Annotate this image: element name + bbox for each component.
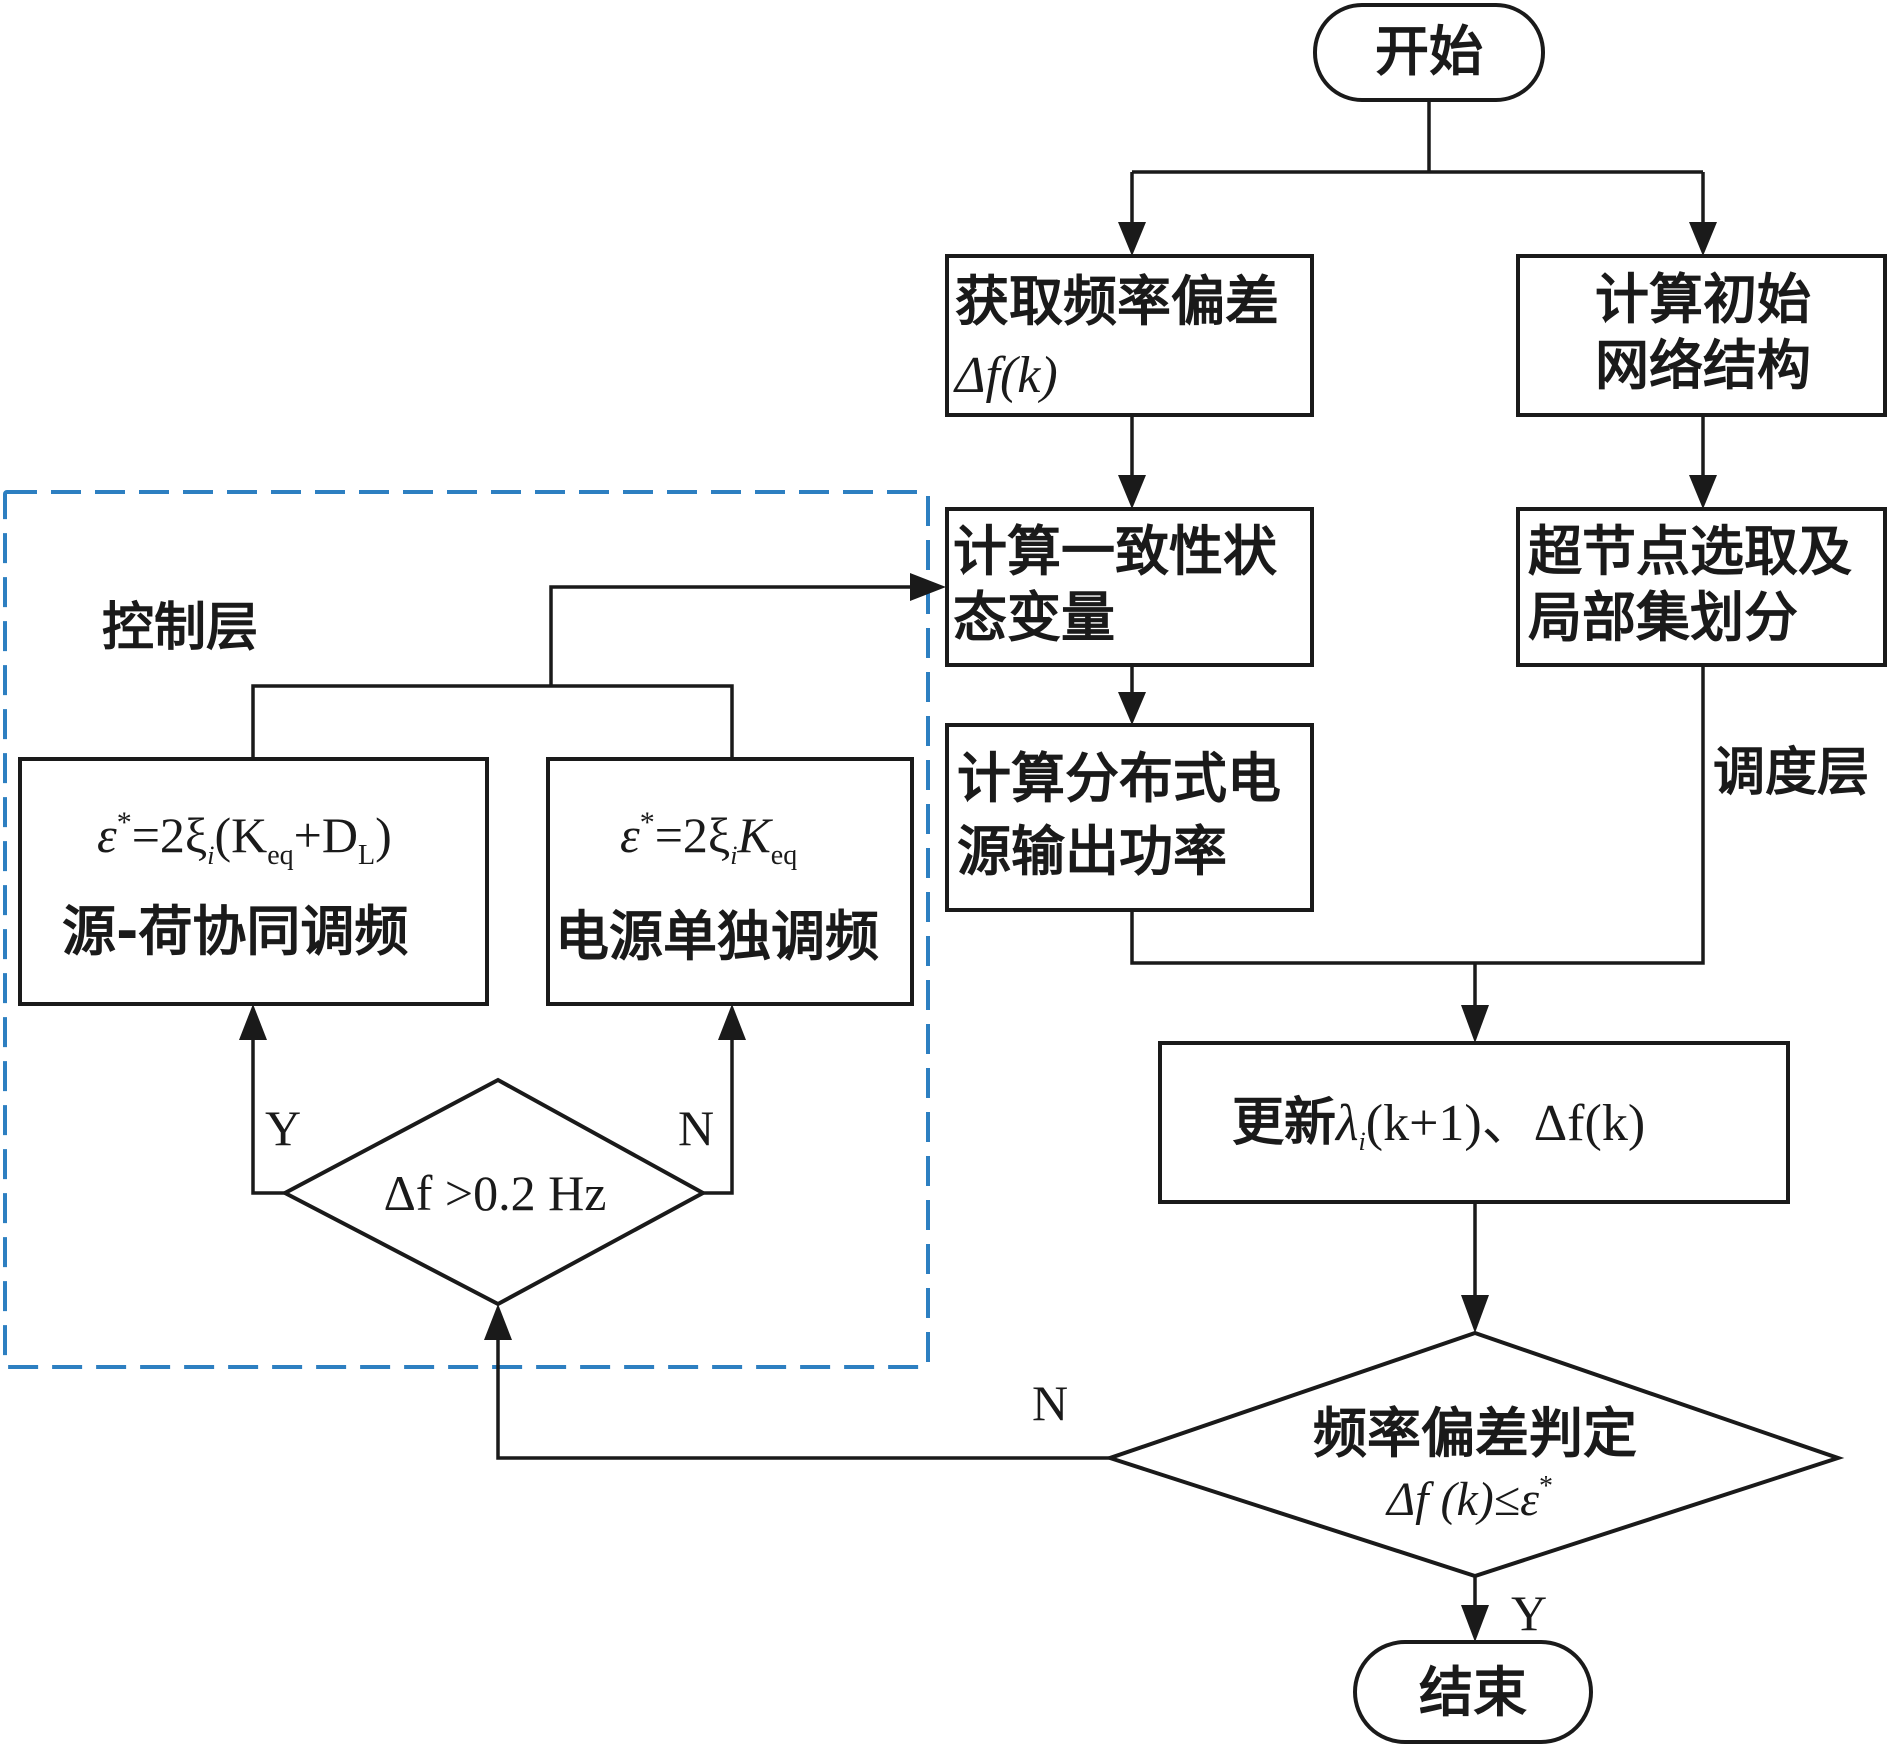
no-label-threshold: N — [678, 1100, 714, 1156]
supernode-box: 超节点选取及 局部集划分 — [1516, 507, 1887, 667]
arrow-to-source-only — [718, 1004, 746, 1040]
dg-power-line2: 源输出功率 — [957, 820, 1227, 883]
arrow-to-source-load — [239, 1004, 267, 1040]
consensus-box: 计算一致性状 态变量 — [945, 507, 1314, 667]
init-network-box: 计算初始 网络结构 — [1516, 254, 1887, 417]
end-label: 结束 — [1419, 1661, 1527, 1724]
control-layer-label: 控制层 — [102, 598, 258, 658]
judge-line1: 频率偏差判定 — [1313, 1402, 1637, 1465]
arrow-to-get-deviation — [1118, 222, 1146, 256]
supernode-line2: 局部集划分 — [1528, 586, 1798, 649]
threshold-label: Δf >0.2 Hz — [384, 1165, 607, 1221]
init-network-line1: 计算初始 — [1595, 268, 1811, 331]
arrow-to-consensus — [1118, 475, 1146, 509]
init-network-line2: 网络结构 — [1595, 334, 1811, 397]
supernode-line1: 超节点选取及 — [1528, 520, 1852, 583]
source-only-formula: ε*=2ξiKeq — [620, 806, 797, 871]
arrow-to-threshold — [484, 1304, 512, 1340]
arrowheads — [239, 222, 1717, 1642]
arrow-to-consensus-feedback — [910, 573, 946, 601]
arrow-to-init-network — [1689, 222, 1717, 256]
update-box: 更新λi(k+1)、Δf(k) — [1158, 1041, 1790, 1204]
yes-label-judge: Y — [1511, 1585, 1547, 1641]
get-deviation-line1: 获取频率偏差 — [955, 270, 1279, 333]
source-load-formula: ε*=2ξi(Keq+DL) — [97, 806, 392, 871]
get-deviation-line2: Δf(k) — [953, 347, 1058, 404]
yes-label-threshold: Y — [265, 1100, 301, 1156]
source-only-label: 电源单独调频 — [555, 905, 879, 968]
update-label: 更新λi(k+1)、Δf(k) — [1232, 1093, 1645, 1156]
control-layer-frame — [3, 490, 930, 1369]
threshold-diamond: Δf >0.2 Hz — [280, 1077, 708, 1307]
judge-diamond: 频率偏差判定 Δf (k)≤ε* — [1103, 1330, 1845, 1579]
get-deviation-box: 获取频率偏差 Δf(k) — [945, 254, 1314, 417]
dispatch-layer-label: 调度层 — [1713, 743, 1869, 803]
connectors — [251, 100, 1705, 1605]
consensus-line2: 态变量 — [953, 586, 1115, 649]
arrow-to-supernode — [1689, 475, 1717, 509]
start-label: 开始 — [1375, 20, 1483, 83]
no-label-judge: N — [1032, 1375, 1068, 1431]
source-load-label: 源-荷协同调频 — [62, 900, 408, 963]
arrow-to-end — [1461, 1605, 1489, 1642]
arrow-to-dg-power — [1118, 692, 1146, 725]
consensus-line1: 计算一致性状 — [953, 520, 1278, 583]
dg-power-box: 计算分布式电 源输出功率 — [945, 723, 1314, 912]
source-only-box: ε*=2ξiKeq 电源单独调频 — [546, 757, 914, 1006]
end-terminal: 结束 — [1353, 1640, 1593, 1744]
arrow-to-update — [1461, 1005, 1489, 1043]
source-load-box: ε*=2ξi(Keq+DL) 源-荷协同调频 — [18, 757, 489, 1006]
judge-line2: Δf (k)≤ε* — [1385, 1471, 1553, 1526]
dg-power-line1: 计算分布式电 — [957, 747, 1281, 810]
arrow-to-judge — [1461, 1295, 1489, 1333]
start-terminal: 开始 — [1313, 3, 1545, 102]
